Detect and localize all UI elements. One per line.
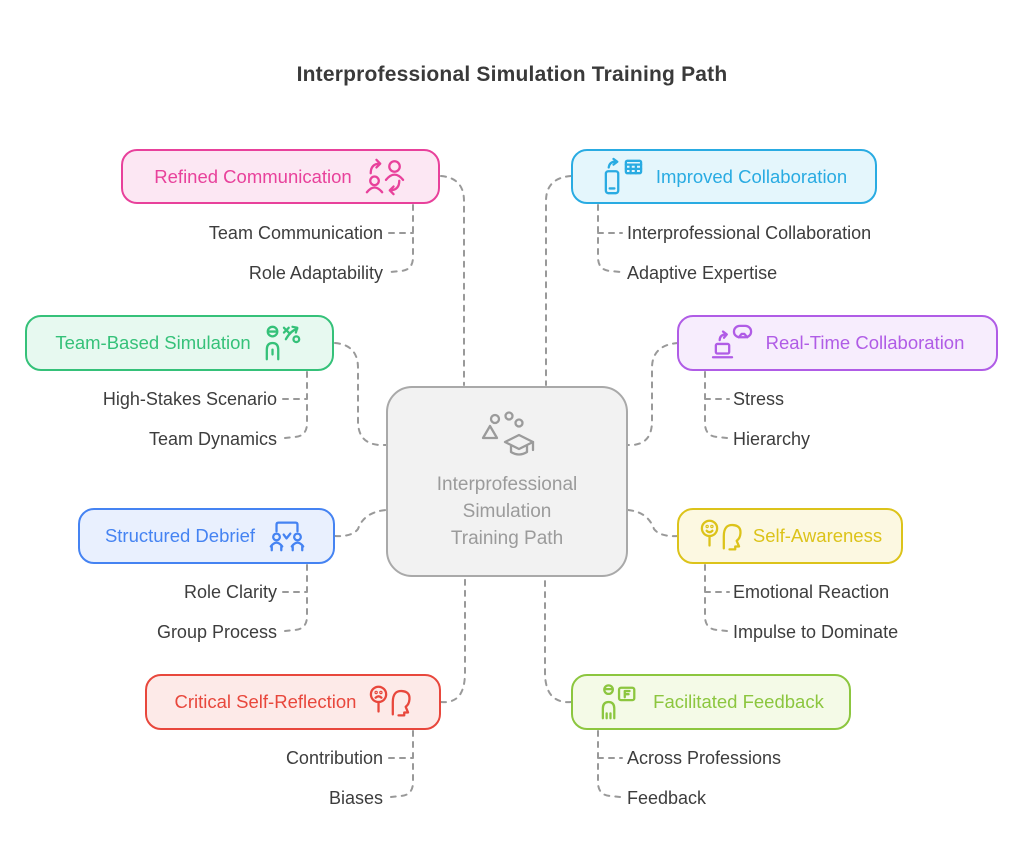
- connector-team-based-simulation: [334, 342, 387, 446]
- node-label: Improved Collaboration: [655, 165, 848, 187]
- connector-structured-debrief: [334, 509, 387, 538]
- subconnector-real-time-collaboration: [704, 371, 730, 439]
- node-facilitated-feedback: Facilitated Feedback: [571, 674, 851, 730]
- connector-critical-self-reflection: [440, 577, 466, 704]
- node-critical-self-reflection: Critical Self-Reflection: [145, 674, 441, 730]
- subconnector-refined-communication: [388, 204, 414, 273]
- node-label: Refined Communication: [154, 165, 352, 187]
- center-node: Interprofessional Simulation Training Pa…: [386, 386, 628, 577]
- connector-real-time-collaboration: [627, 342, 679, 446]
- subtopic-interprofessional-collaboration: Interprofessional Collaboration: [627, 223, 872, 243]
- subconnector-self-awareness: [704, 564, 730, 632]
- node-team-based-simulation: Team-Based Simulation: [25, 315, 334, 371]
- connector-self-awareness: [627, 509, 679, 538]
- node-label: Self-Awareness: [752, 525, 883, 546]
- phone-spreadsheet-sync-icon: [601, 157, 645, 197]
- graduation-cap-scatter-icon: [471, 411, 543, 471]
- node-label: Facilitated Feedback: [653, 691, 824, 712]
- center-label-line3: Training Path: [450, 528, 564, 549]
- presenter-board-icon: [598, 682, 642, 722]
- people-swap-icon: [363, 157, 407, 197]
- subtopic-adaptive-expertise: Adaptive Expertise: [627, 263, 778, 283]
- subconnector-improved-collaboration: [597, 204, 623, 273]
- diagram-title: Interprofessional Simulation Training Pa…: [296, 63, 728, 86]
- person-strategy-icon: [262, 323, 304, 363]
- center-label-line1: Interprofessional: [436, 474, 578, 495]
- center-label-line2: Simulation: [462, 501, 552, 522]
- subtopic-contribution: Contribution: [285, 748, 383, 768]
- node-label: Team-Based Simulation: [55, 332, 251, 353]
- vr-headset-laptop-icon: [711, 323, 755, 363]
- subtopic-stress: Stress: [733, 389, 785, 409]
- subconnector-critical-self-reflection: [388, 730, 414, 798]
- subtopic-team-communication: Team Communication: [208, 223, 383, 243]
- subtopic-across-professions: Across Professions: [627, 748, 782, 768]
- smiley-mirror-head-icon: [698, 516, 742, 556]
- subtopic-hierarchy: Hierarchy: [733, 429, 811, 449]
- node-real-time-collaboration: Real-Time Collaboration: [677, 315, 998, 371]
- subtopic-role-adaptability: Role Adaptability: [248, 263, 383, 283]
- subtopic-feedback: Feedback: [627, 788, 707, 808]
- subconnector-team-based-simulation: [282, 371, 308, 439]
- subtopic-high-stakes-scenario: High-Stakes Scenario: [102, 389, 277, 409]
- connector-improved-collaboration: [545, 175, 572, 386]
- node-improved-collaboration: Improved Collaboration: [571, 149, 877, 204]
- subtopic-biases: Biases: [328, 788, 383, 808]
- sad-face-head-icon: [367, 682, 412, 722]
- connector-refined-communication: [440, 175, 465, 386]
- node-refined-communication: Refined Communication: [121, 149, 440, 204]
- node-label: Real-Time Collaboration: [765, 332, 965, 353]
- connector-facilitated-feedback: [544, 577, 572, 704]
- subtopic-group-process: Group Process: [156, 622, 277, 642]
- subtopic-emotional-reaction: Emotional Reaction: [733, 582, 890, 602]
- node-label: Structured Debrief: [104, 525, 256, 546]
- subconnector-structured-debrief: [282, 564, 308, 632]
- subconnector-facilitated-feedback: [597, 730, 623, 798]
- subtopic-role-clarity: Role Clarity: [183, 582, 277, 602]
- subtopic-impulse-to-dominate: Impulse to Dominate: [733, 622, 899, 642]
- subtopic-team-dynamics: Team Dynamics: [148, 429, 277, 449]
- node-self-awareness: Self-Awareness: [677, 508, 903, 564]
- node-label: Critical Self-Reflection: [174, 691, 357, 712]
- node-structured-debrief: Structured Debrief: [78, 508, 335, 564]
- meeting-table-icon: [266, 516, 308, 556]
